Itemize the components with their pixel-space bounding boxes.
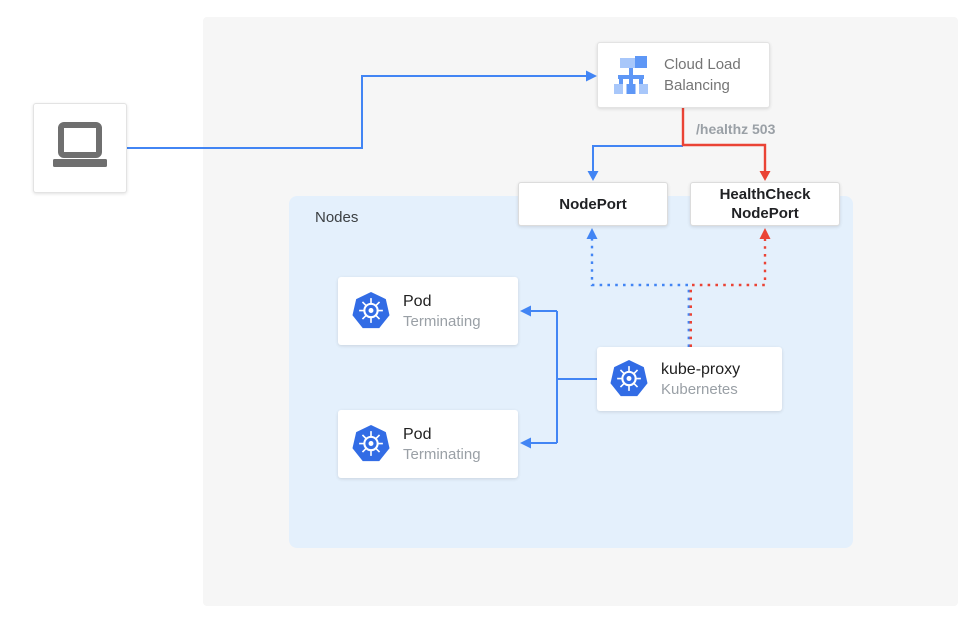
pod-2-status: Terminating — [403, 445, 481, 463]
laptop-icon — [53, 122, 107, 167]
cloud-load-balancing-node: Cloud Load Balancing — [597, 42, 770, 108]
healthcheck-nodeport-label: HealthCheck NodePort — [719, 186, 811, 222]
kube-proxy-node: kube-proxy Kubernetes — [597, 347, 782, 411]
cloud-load-balancing-label: Cloud Load Balancing — [664, 56, 741, 94]
pod-2-text: Pod Terminating — [403, 424, 481, 465]
client-node — [33, 103, 127, 193]
kubernetes-icon — [352, 425, 390, 462]
nodeport-node: NodePort — [518, 182, 668, 226]
healthz-503-label: /healthz 503 — [696, 121, 776, 137]
pod-1-status: Terminating — [403, 312, 481, 330]
nodes-group-label: Nodes — [315, 209, 359, 226]
cloud-load-balancing-icon — [614, 56, 648, 94]
kubernetes-icon — [610, 360, 648, 397]
kube-proxy-text: kube-proxy Kubernetes — [661, 359, 740, 400]
pod-1-node: Pod Terminating — [338, 277, 518, 345]
pod-2-node: Pod Terminating — [338, 410, 518, 478]
healthcheck-nodeport-node: HealthCheck NodePort — [690, 182, 840, 226]
pod-2-title: Pod — [403, 425, 432, 443]
kube-proxy-title: kube-proxy — [661, 360, 741, 378]
kube-proxy-subtitle: Kubernetes — [661, 380, 738, 398]
nodeport-label: NodePort — [559, 195, 627, 213]
kubernetes-icon — [352, 292, 390, 329]
pod-1-title: Pod — [403, 292, 432, 310]
pod-1-text: Pod Terminating — [403, 291, 481, 332]
